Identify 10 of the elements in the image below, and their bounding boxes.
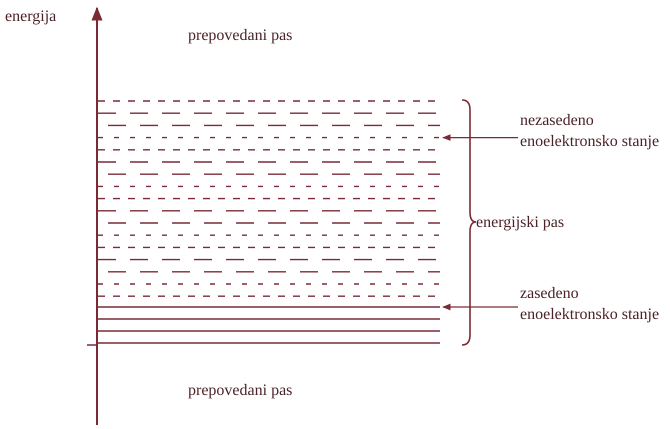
energy-level-line [98, 306, 440, 308]
state-label: zasedeno enoelektronsko stanje [520, 283, 665, 325]
energy-level-line [98, 136, 440, 138]
axis-label: energija [5, 7, 56, 27]
band-label: energijski pas [476, 213, 564, 233]
band-label: prepovedani pas [188, 26, 292, 46]
leader-arrow [442, 134, 518, 141]
band-label: prepovedani pas [188, 381, 292, 401]
leader-arrow [442, 304, 518, 310]
state-label: nezasedeno enoelektronsko stanje [520, 110, 665, 152]
